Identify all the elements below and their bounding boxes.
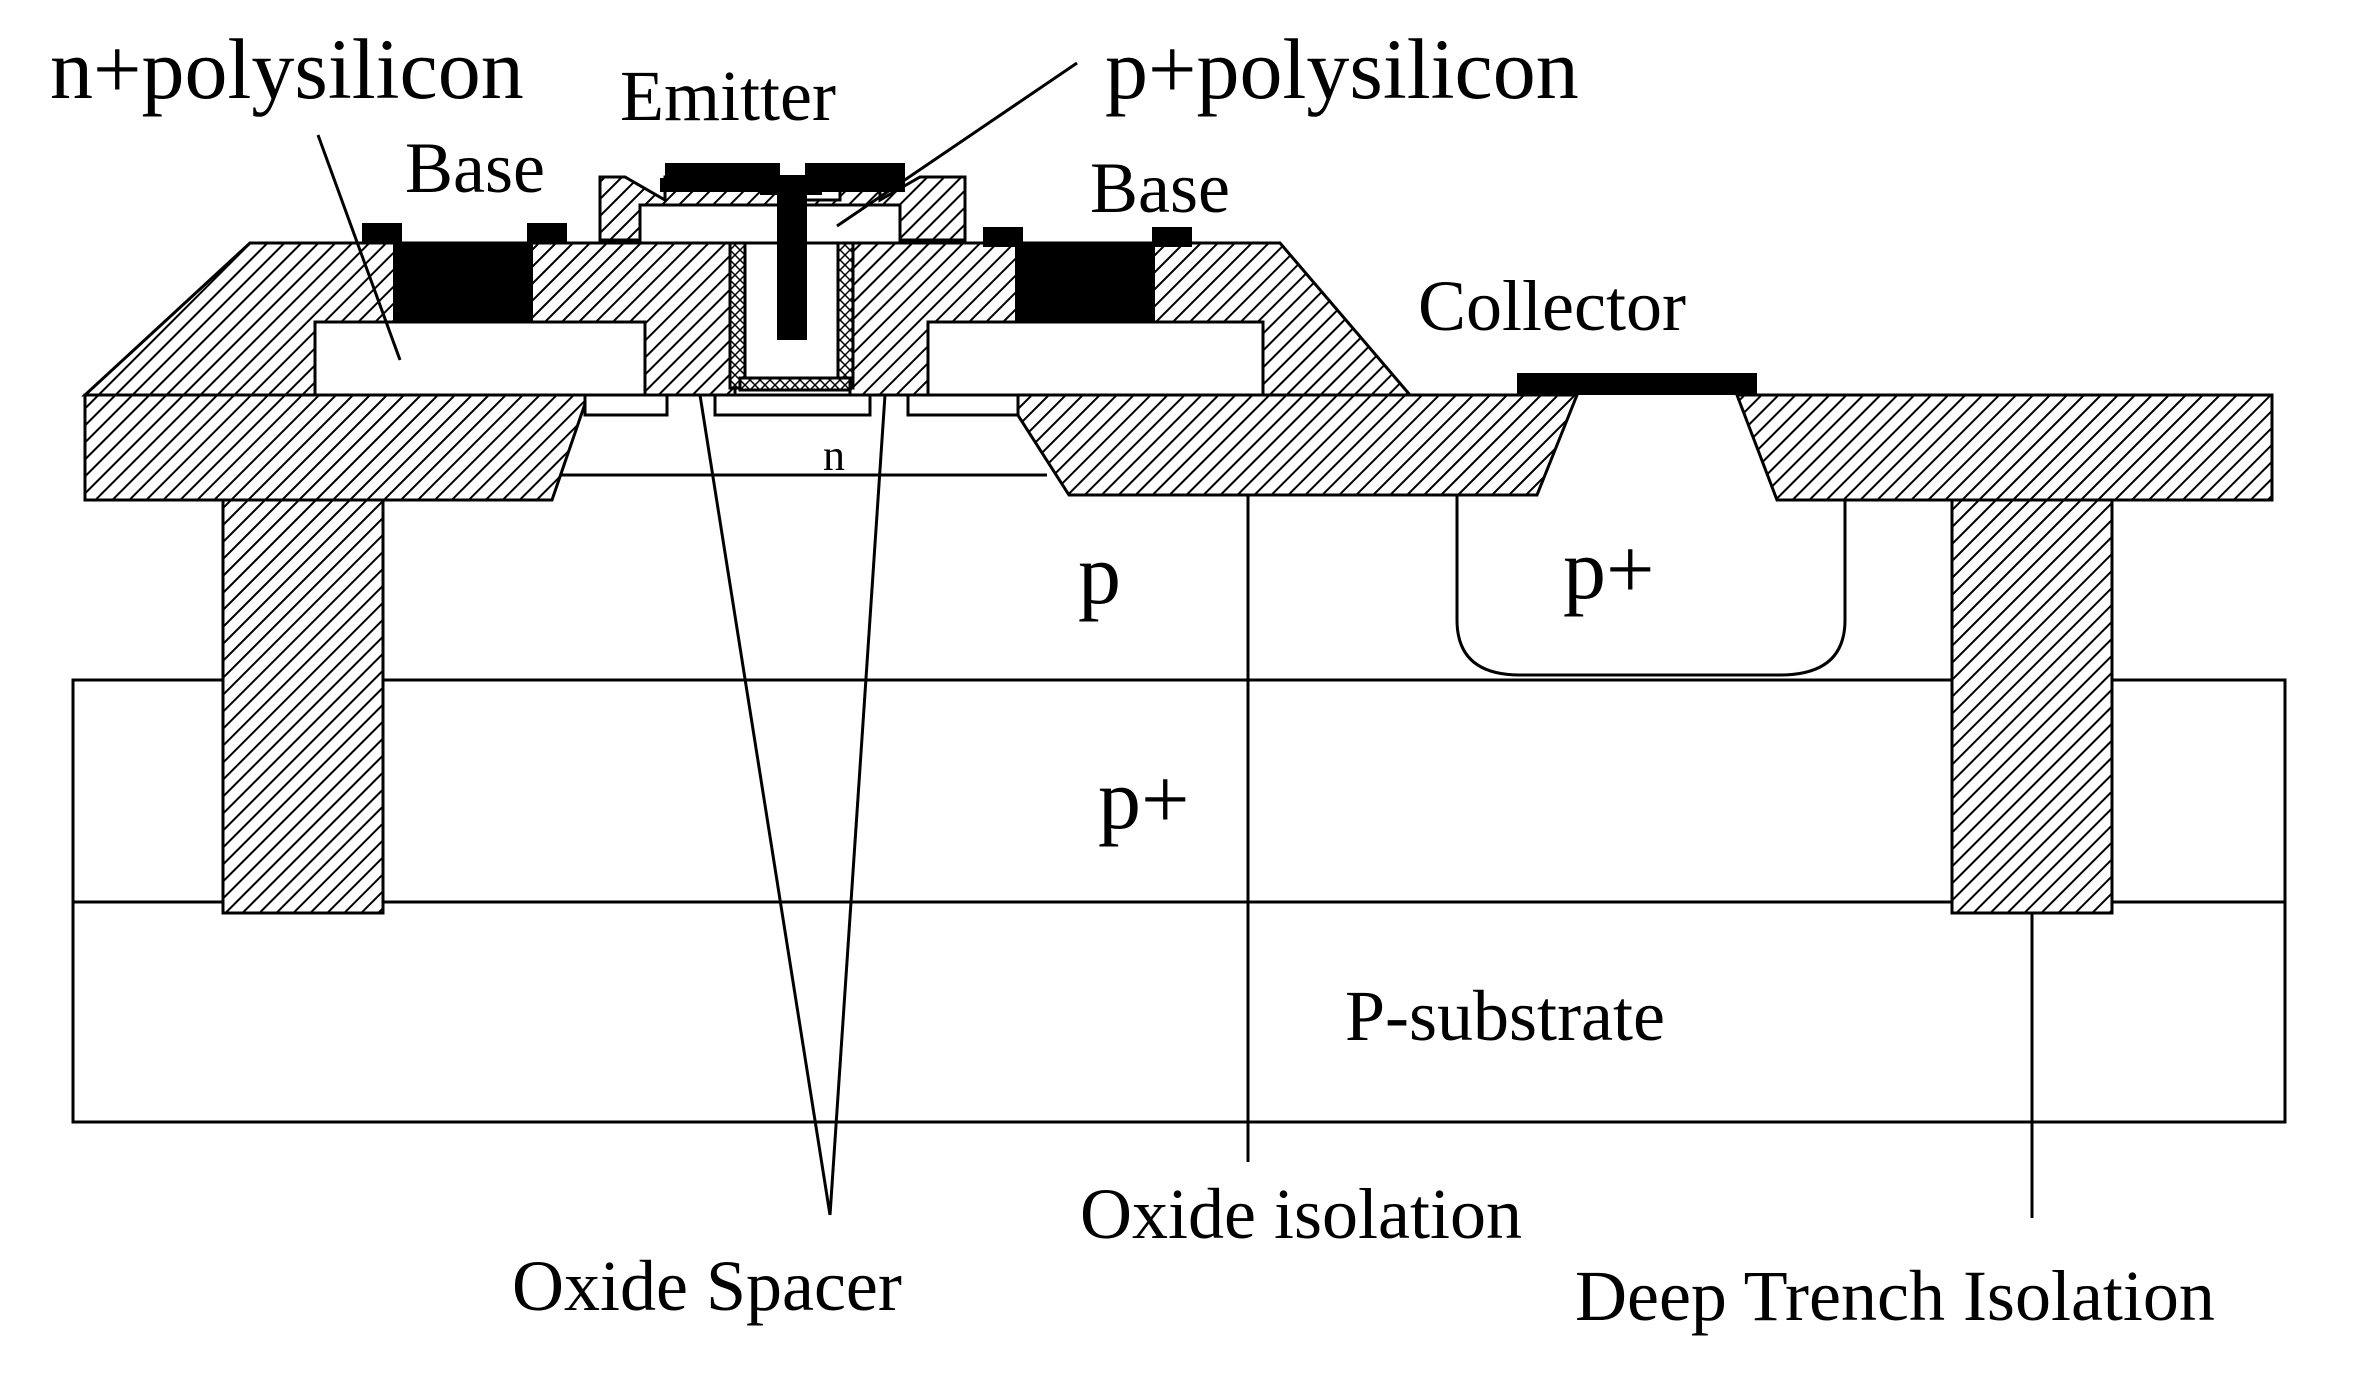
emitter-stem (777, 175, 807, 340)
n-region-label: n (823, 431, 845, 480)
collector-contact (1517, 373, 1757, 395)
base-contact-right-cap-b (1152, 227, 1192, 247)
base-contact-right (1015, 243, 1155, 323)
n-poly-label: n+polysilicon (50, 21, 524, 117)
oxide-isolation-left (83, 393, 591, 502)
collector-label: Collector (1418, 266, 1686, 346)
base-left-label: Base (405, 128, 545, 208)
deep-trench-left (221, 493, 385, 915)
p-poly-label: p+polysilicon (1105, 21, 1579, 117)
p-substrate-layer (71, 900, 2287, 1124)
right-implant-strip (906, 393, 1020, 417)
left-implant-strip (583, 393, 669, 417)
oxide-spacer-leader-right (828, 394, 887, 1216)
emitter-stem-cap (760, 175, 822, 195)
emitter-label: Emitter (620, 56, 836, 136)
emitter-implant (713, 393, 872, 417)
p-plus-collector-sinker (1455, 490, 1847, 677)
p-plus-buried-layer (71, 678, 2287, 904)
oxide-isolation-middle (1002, 393, 1580, 497)
oxide-spacer-bottom (738, 376, 852, 392)
oxide-spacer-left (728, 241, 747, 390)
base-contact-left-cap-a (362, 223, 402, 243)
right-base-inner (926, 320, 1265, 397)
base-contact-left-cap-b (527, 223, 567, 243)
p-region-label: p (1078, 526, 1121, 622)
n-poly-leader (316, 134, 402, 361)
p-plus-sinker-label: p+ (1563, 521, 1655, 617)
oxide-spacer-leader-left (698, 394, 832, 1216)
oxide-isolation-right (1734, 393, 2274, 502)
p-plus-buried-label: p+ (1098, 751, 1190, 847)
p-substrate-label: P-substrate (1345, 976, 1665, 1056)
base-contact-right-cap-a (983, 227, 1023, 247)
oxide-spacer-right (836, 241, 855, 390)
oxide-spacer-label: Oxide Spacer (512, 1246, 902, 1326)
base-right-label: Base (1090, 148, 1230, 228)
oxide-isolation-label: Oxide isolation (1080, 1174, 1522, 1254)
left-base-inner (313, 320, 647, 397)
deep-trench-label: Deep Trench Isolation (1575, 1256, 2215, 1336)
base-contact-left (393, 243, 533, 323)
p-poly-leader (836, 61, 1078, 228)
deep-trench-right (1950, 493, 2114, 915)
